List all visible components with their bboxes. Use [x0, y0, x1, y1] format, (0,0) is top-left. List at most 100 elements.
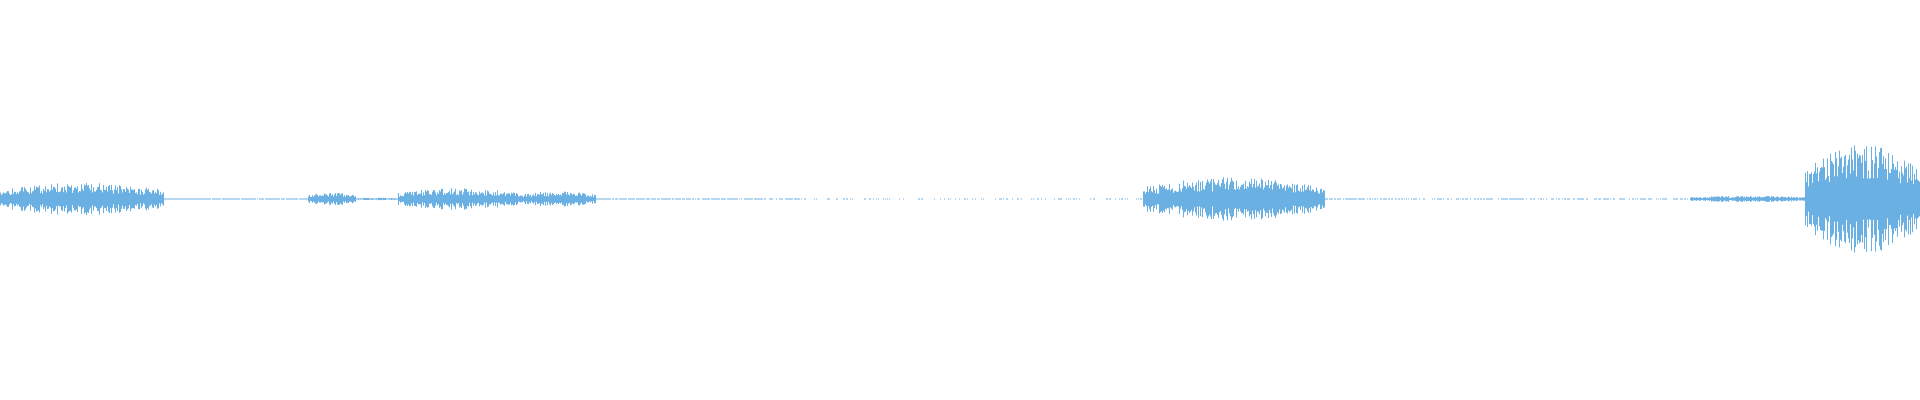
waveform-bar [188, 198, 189, 200]
waveform-bar [1329, 198, 1330, 200]
waveform-bar [1205, 185, 1206, 213]
waveform-bar [30, 187, 31, 211]
waveform-bar [757, 198, 758, 200]
waveform-bar [399, 196, 400, 202]
waveform-bar [465, 189, 466, 209]
waveform-bar [532, 195, 533, 203]
waveform-bar [1374, 198, 1375, 200]
waveform-bar [155, 191, 156, 207]
waveform-bar [120, 186, 121, 212]
waveform-bar [723, 198, 724, 200]
waveform-bar [316, 193, 317, 205]
waveform-bar [1228, 189, 1229, 209]
waveform-bar [1350, 198, 1351, 200]
waveform-bar [470, 191, 471, 207]
waveform-bar [279, 198, 280, 200]
waveform-bar [1066, 198, 1067, 200]
waveform-bar [19, 191, 20, 207]
waveform-bar [1882, 164, 1883, 234]
waveform-bar [1831, 160, 1832, 238]
waveform-bar [1863, 178, 1864, 220]
waveform-bar [95, 191, 96, 207]
waveform-bar [1381, 198, 1382, 200]
waveform-bar [1279, 188, 1280, 210]
waveform-bar [1115, 198, 1116, 200]
waveform-bar [1234, 189, 1235, 209]
waveform-bar [1186, 188, 1187, 210]
waveform-bar [145, 189, 146, 209]
waveform-bar [672, 198, 673, 200]
waveform-bar [1261, 178, 1262, 220]
waveform-bar [1844, 156, 1845, 242]
waveform-bar [1244, 188, 1245, 210]
waveform-bar [1484, 198, 1485, 200]
waveform-bar [274, 198, 275, 200]
waveform-bar [765, 198, 766, 200]
waveform-bar [950, 198, 951, 200]
waveform-bar [1298, 190, 1299, 208]
waveform-bar [378, 197, 379, 201]
waveform-bar [13, 193, 14, 205]
waveform-bar [1720, 197, 1721, 201]
waveform-bar [1587, 198, 1588, 200]
waveform-bar [1466, 198, 1467, 200]
waveform-bar [1401, 198, 1402, 200]
waveform-bar [699, 198, 700, 200]
waveform-bar [223, 198, 224, 200]
waveform-bar [1842, 172, 1843, 226]
waveform-bar [709, 198, 710, 200]
waveform-bar [608, 198, 609, 200]
waveform-bar [449, 190, 450, 208]
waveform-bar [634, 198, 635, 200]
waveform-bar [1710, 197, 1711, 201]
waveform-bar [12, 188, 13, 210]
waveform-bar [1216, 185, 1217, 213]
waveform-bar [480, 193, 481, 205]
waveform-bar [1819, 171, 1820, 227]
waveform-bar [241, 198, 242, 200]
waveform-bar [1501, 198, 1502, 200]
waveform-bar [1825, 179, 1826, 219]
waveform-bar [1337, 198, 1338, 200]
waveform-bar [1152, 192, 1153, 206]
waveform-bar [1157, 193, 1158, 205]
waveform-bar [1747, 196, 1748, 202]
waveform-bar [1481, 198, 1482, 200]
waveform-bar [389, 198, 390, 200]
waveform-bar [1845, 154, 1846, 244]
waveform-bar [1890, 173, 1891, 225]
waveform-bar [1869, 178, 1870, 220]
waveform-bar [546, 196, 547, 202]
waveform-bar [425, 190, 426, 208]
waveform-bar [76, 188, 77, 210]
waveform-bar [360, 198, 361, 200]
waveform-bar [99, 183, 100, 215]
waveform-bar [1899, 171, 1900, 227]
waveform-bar [1347, 198, 1348, 200]
waveform-bar [1272, 189, 1273, 209]
waveform-bar [212, 198, 213, 200]
waveform-bar [251, 198, 252, 200]
waveform-bar [1917, 179, 1918, 219]
waveform-bar [379, 197, 380, 201]
waveform-bar [1574, 198, 1575, 200]
waveform-bar [1804, 197, 1805, 201]
waveform-bar [340, 194, 341, 204]
waveform-bar [865, 198, 866, 200]
waveform-bar [1218, 180, 1219, 218]
waveform-bar [747, 198, 748, 200]
waveform-bar [226, 198, 227, 200]
waveform-bar [1315, 191, 1316, 207]
waveform-bar [1664, 198, 1665, 200]
waveform-bar [372, 198, 373, 200]
waveform-bar [1765, 196, 1766, 202]
waveform-bar [335, 193, 336, 205]
waveform-bar [1881, 147, 1882, 251]
waveform-bar [1212, 191, 1213, 207]
waveform-bar [133, 190, 134, 208]
waveform-bar [1835, 151, 1836, 247]
waveform-bar [144, 193, 145, 205]
waveform-bar [1150, 186, 1151, 212]
